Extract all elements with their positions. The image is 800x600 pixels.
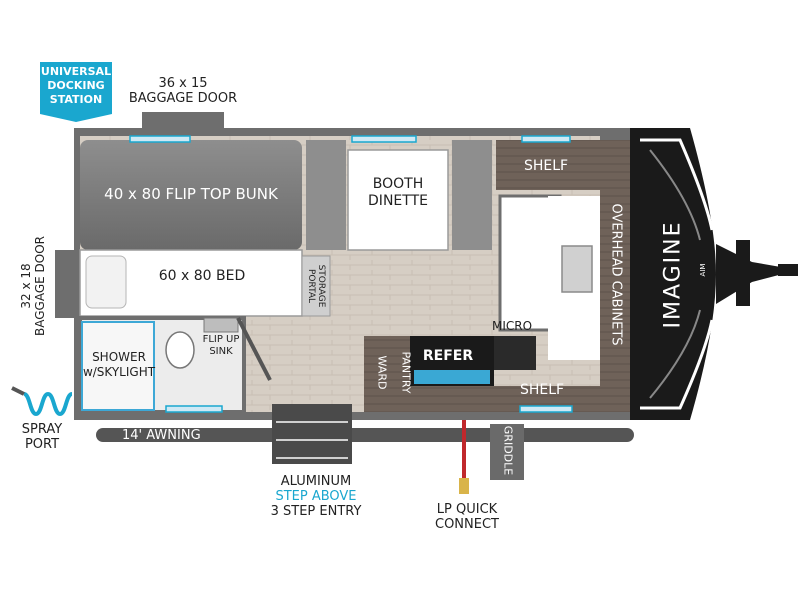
overhead-cabinets bbox=[600, 140, 630, 412]
spray-port-line-2: PORT bbox=[24, 437, 60, 452]
shower-label: SHOWER w/SKYLIGHT bbox=[82, 350, 156, 380]
front-cap-stripe-3 bbox=[649, 149, 701, 241]
shelf-bottom-label: SHELF bbox=[519, 382, 565, 398]
shelf-top-cabinet bbox=[496, 140, 600, 190]
hitch-coupler bbox=[778, 264, 798, 276]
bed-pillow bbox=[85, 255, 127, 309]
front-cap-stripe-2 bbox=[640, 319, 714, 410]
window-top-mid bbox=[351, 135, 417, 143]
side-baggage-door bbox=[55, 250, 77, 318]
storage-portal bbox=[301, 255, 331, 317]
lp-line-1: LP QUICK bbox=[436, 502, 498, 517]
docking-station-badge bbox=[40, 62, 112, 122]
side-baggage-door-label: 32 x 18 BAGGAGE DOOR bbox=[19, 231, 47, 341]
top-baggage-door-name: BAGGAGE DOOR bbox=[128, 91, 238, 106]
shower-line-2: w/SKYLIGHT bbox=[82, 365, 156, 379]
microwave-cooktop bbox=[494, 336, 536, 370]
brand-sub: AIM bbox=[699, 263, 707, 277]
top-baggage-door bbox=[142, 112, 224, 130]
booth-line-1: BOOTH bbox=[372, 176, 424, 192]
front-cap-stripe-4 bbox=[649, 309, 701, 399]
flip-up-sink bbox=[203, 317, 239, 333]
lp-line-2: CONNECT bbox=[435, 517, 499, 532]
docking-line-1: UNIVERSAL bbox=[40, 65, 112, 78]
griddle-label: GRIDDLE bbox=[501, 425, 515, 476]
awning-label: 14' AWNING bbox=[122, 428, 201, 443]
shower-stall bbox=[81, 321, 155, 411]
spray-port-label: SPRAY PORT bbox=[14, 422, 70, 452]
lp-connector bbox=[459, 478, 469, 494]
kitchen-sink bbox=[561, 245, 593, 293]
top-baggage-door-size: 36 x 15 bbox=[158, 76, 208, 91]
shelf-top-label: SHELF bbox=[523, 158, 569, 174]
storage-line-1: STORAGE bbox=[316, 264, 326, 308]
griddle bbox=[490, 424, 524, 480]
spray-port-nozzle bbox=[11, 386, 25, 396]
shower-line-1: SHOWER bbox=[92, 350, 146, 364]
ward-label: WARD bbox=[375, 355, 389, 390]
bathroom-door bbox=[236, 317, 272, 381]
pantry-ward-block bbox=[364, 336, 410, 412]
refrigerator-shelf-screen bbox=[414, 370, 490, 384]
booth-seat-left bbox=[306, 140, 346, 250]
pantry-label: PANTRY bbox=[399, 351, 413, 394]
entry-line-3: 3 STEP ENTRY bbox=[270, 504, 362, 519]
entry-label: ALUMINUM STEP ABOVE 3 STEP ENTRY bbox=[254, 474, 378, 519]
docking-station-label: UNIVERSAL DOCKING STATION bbox=[40, 65, 112, 107]
front-cap-stripe-1 bbox=[640, 138, 714, 231]
docking-line-2: DOCKING bbox=[47, 79, 105, 92]
bed-label: 60 x 80 BED bbox=[158, 268, 246, 284]
entry-line-2: STEP ABOVE bbox=[275, 489, 357, 504]
spray-port-line-1: SPRAY bbox=[21, 422, 63, 437]
storage-portal-label: STORAGE PORTAL bbox=[306, 256, 326, 316]
sink-line-1: FLIP UP bbox=[202, 334, 240, 345]
dinette-table bbox=[347, 149, 449, 251]
bunk-label: 40 x 80 FLIP TOP BUNK bbox=[104, 185, 278, 203]
flip-up-sink-label: FLIP UP SINK bbox=[196, 334, 246, 358]
flip-top-bunk bbox=[80, 140, 302, 250]
window-top-right bbox=[521, 135, 571, 143]
booth-seat-right bbox=[452, 140, 492, 250]
spray-port-hose bbox=[23, 391, 73, 417]
docking-line-3: STATION bbox=[49, 93, 103, 106]
sink-line-2: SINK bbox=[209, 346, 233, 357]
top-baggage-door-label: 36 x 15 BAGGAGE DOOR bbox=[124, 76, 242, 106]
toilet bbox=[165, 331, 195, 369]
booth-dinette-label: BOOTH DINETTE bbox=[352, 176, 444, 210]
brand-logo: IMAGINE bbox=[660, 220, 686, 329]
storage-line-2: PORTAL bbox=[306, 268, 316, 304]
window-top-left bbox=[129, 135, 191, 143]
entry-steps bbox=[272, 404, 352, 464]
front-cap bbox=[630, 128, 716, 420]
booth-line-2: DINETTE bbox=[368, 193, 428, 209]
window-bottom-left bbox=[165, 405, 223, 413]
side-baggage-door-name: BAGGAGE DOOR bbox=[33, 236, 47, 336]
side-baggage-door-size: 32 x 18 bbox=[19, 263, 33, 309]
hitch-jack bbox=[736, 240, 750, 306]
lp-quick-connect-label: LP QUICK CONNECT bbox=[422, 502, 512, 532]
overhead-cabinets-label: OVERHEAD CABINETS bbox=[608, 203, 624, 346]
micro-label: MICRO bbox=[491, 319, 533, 333]
refer-label: REFER bbox=[422, 348, 474, 364]
entry-line-1: ALUMINUM bbox=[280, 474, 352, 489]
window-bottom-right bbox=[519, 405, 573, 413]
